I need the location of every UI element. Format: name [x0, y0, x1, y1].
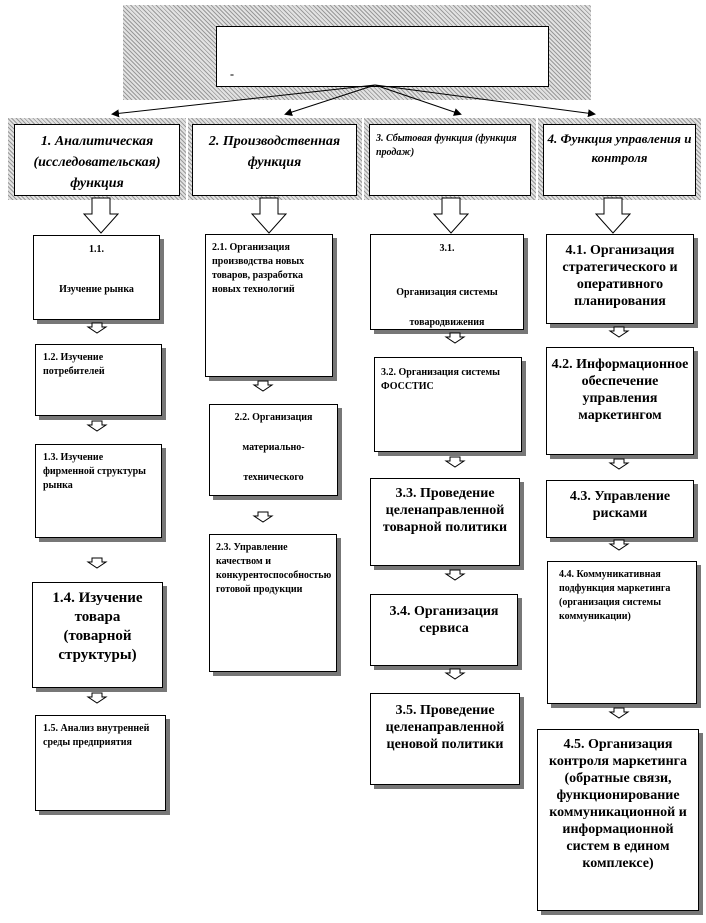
- box-3-4: 3.4. Организация сервиса: [370, 594, 518, 666]
- connector-1-a: [86, 322, 108, 334]
- connector-3-c: [444, 569, 466, 581]
- box-1-3: 1.3. Изучение фирменной структуры рынка: [35, 444, 162, 538]
- header-production-text: 2. Производственная функция: [208, 134, 341, 170]
- box-1-3-text: 1.3. Изучение фирменной структуры рынка: [43, 452, 146, 491]
- box-2-2-line-3: технического: [243, 472, 304, 483]
- connector-4-d: [608, 707, 630, 719]
- root-arrow-1: [111, 84, 376, 118]
- box-3-3-text: 3.3. Проведение целенаправленной товарно…: [382, 486, 508, 535]
- box-4-5-text: 4.5. Организация контроля маркетинга (об…: [548, 737, 688, 871]
- connector-1-d: [86, 692, 108, 704]
- box-3-4-text: 3.4. Организация сервиса: [389, 604, 499, 636]
- header-analytical: 1. Аналитическая (исследовательская) фун…: [14, 124, 180, 196]
- box-4-4-text: 4.4. Коммуникативная подфункция маркетин…: [559, 569, 671, 622]
- connector-3-b: [444, 456, 466, 468]
- header-analytical-text: 1. Аналитическая (исследовательская) фун…: [33, 134, 161, 191]
- connector-1-c: [86, 557, 108, 569]
- box-3-1-number: 3.1.: [439, 243, 455, 254]
- connector-3-a: [444, 332, 466, 344]
- box-4-1: 4.1. Организация стратегического и опера…: [546, 234, 694, 324]
- box-2-3-text: 2.3. Управление качеством и конкурентосп…: [216, 542, 332, 595]
- header-arrow-4: [594, 197, 632, 234]
- connector-2-a: [252, 380, 274, 392]
- connector-4-b: [608, 458, 630, 470]
- box-2-1: 2.1. Организация производства новых това…: [205, 234, 333, 377]
- box-1-1-number: 1.1.: [89, 244, 104, 255]
- box-2-3: 2.3. Управление качеством и конкурентосп…: [209, 534, 337, 672]
- box-3-2-text: 3.2. Организация системы ФОССТИС: [381, 367, 500, 392]
- root-arrow-2: [284, 84, 376, 116]
- root-arrow-3: [374, 84, 462, 116]
- box-1-5-text: 1.5. Анализ внутренней среды предприятия: [43, 723, 150, 748]
- box-4-5: 4.5. Организация контроля маркетинга (об…: [537, 729, 699, 911]
- box-2-2-line-2: материально-: [242, 442, 305, 453]
- header-arrow-3: [432, 197, 470, 234]
- root-box: -: [216, 26, 549, 87]
- box-1-2-text: 1.2. Изучение потребителей: [43, 352, 105, 377]
- header-management-text: 4. Функция управления и контроля: [547, 131, 692, 165]
- connector-4-a: [608, 326, 630, 338]
- box-3-3: 3.3. Проведение целенаправленной товарно…: [370, 478, 520, 566]
- box-1-2: 1.2. Изучение потребителей: [35, 344, 162, 416]
- root-arrow-4: [374, 84, 596, 118]
- header-sales: 3. Сбытовая функция (функция продаж): [369, 124, 531, 196]
- box-3-1-line-1: Организация системы: [396, 287, 498, 298]
- box-1-4: 1.4. Изучение товара (товарной структуры…: [32, 582, 163, 688]
- header-production: 2. Производственная функция: [192, 124, 357, 196]
- box-1-1: 1.1. Изучение рынка: [33, 235, 160, 320]
- header-sales-text: 3. Сбытовая функция (функция продаж): [376, 133, 517, 158]
- box-4-4: 4.4. Коммуникативная подфункция маркетин…: [547, 561, 697, 704]
- box-2-1-text: 2.1. Организация производства новых това…: [212, 242, 305, 295]
- box-4-2-text: 4.2. Информационное обеспечение управлен…: [551, 357, 689, 423]
- box-3-1: 3.1. Организация системы товародвижения: [370, 234, 524, 330]
- box-4-3: 4.3. Управление рисками: [546, 480, 694, 538]
- box-1-5: 1.5. Анализ внутренней среды предприятия: [35, 715, 166, 811]
- connector-3-d: [444, 668, 466, 680]
- box-4-1-text: 4.1. Организация стратегического и опера…: [562, 243, 678, 309]
- box-2-2: 2.2. Организация материально- техническо…: [209, 404, 338, 496]
- connector-2-b: [252, 511, 274, 523]
- header-arrow-2: [250, 197, 288, 234]
- box-1-4-text: 1.4. Изучение товара (товарной структуры…: [52, 590, 143, 663]
- connector-4-c: [608, 539, 630, 551]
- box-4-2: 4.2. Информационное обеспечение управлен…: [546, 347, 694, 455]
- box-4-3-text: 4.3. Управление рисками: [569, 489, 671, 521]
- connector-1-b: [86, 420, 108, 432]
- box-3-2: 3.2. Организация системы ФОССТИС: [374, 357, 522, 452]
- box-3-5: 3.5. Проведение целенаправленной ценовой…: [370, 693, 520, 785]
- box-1-1-text: Изучение рынка: [59, 284, 134, 295]
- box-2-2-line-1: 2.2. Организация: [234, 412, 313, 423]
- box-3-1-line-2: товародвижения: [409, 317, 485, 328]
- box-3-5-text: 3.5. Проведение целенаправленной ценовой…: [385, 703, 505, 752]
- header-management: 4. Функция управления и контроля: [543, 124, 696, 196]
- root-dash: -: [230, 67, 234, 81]
- header-arrow-1: [82, 197, 120, 234]
